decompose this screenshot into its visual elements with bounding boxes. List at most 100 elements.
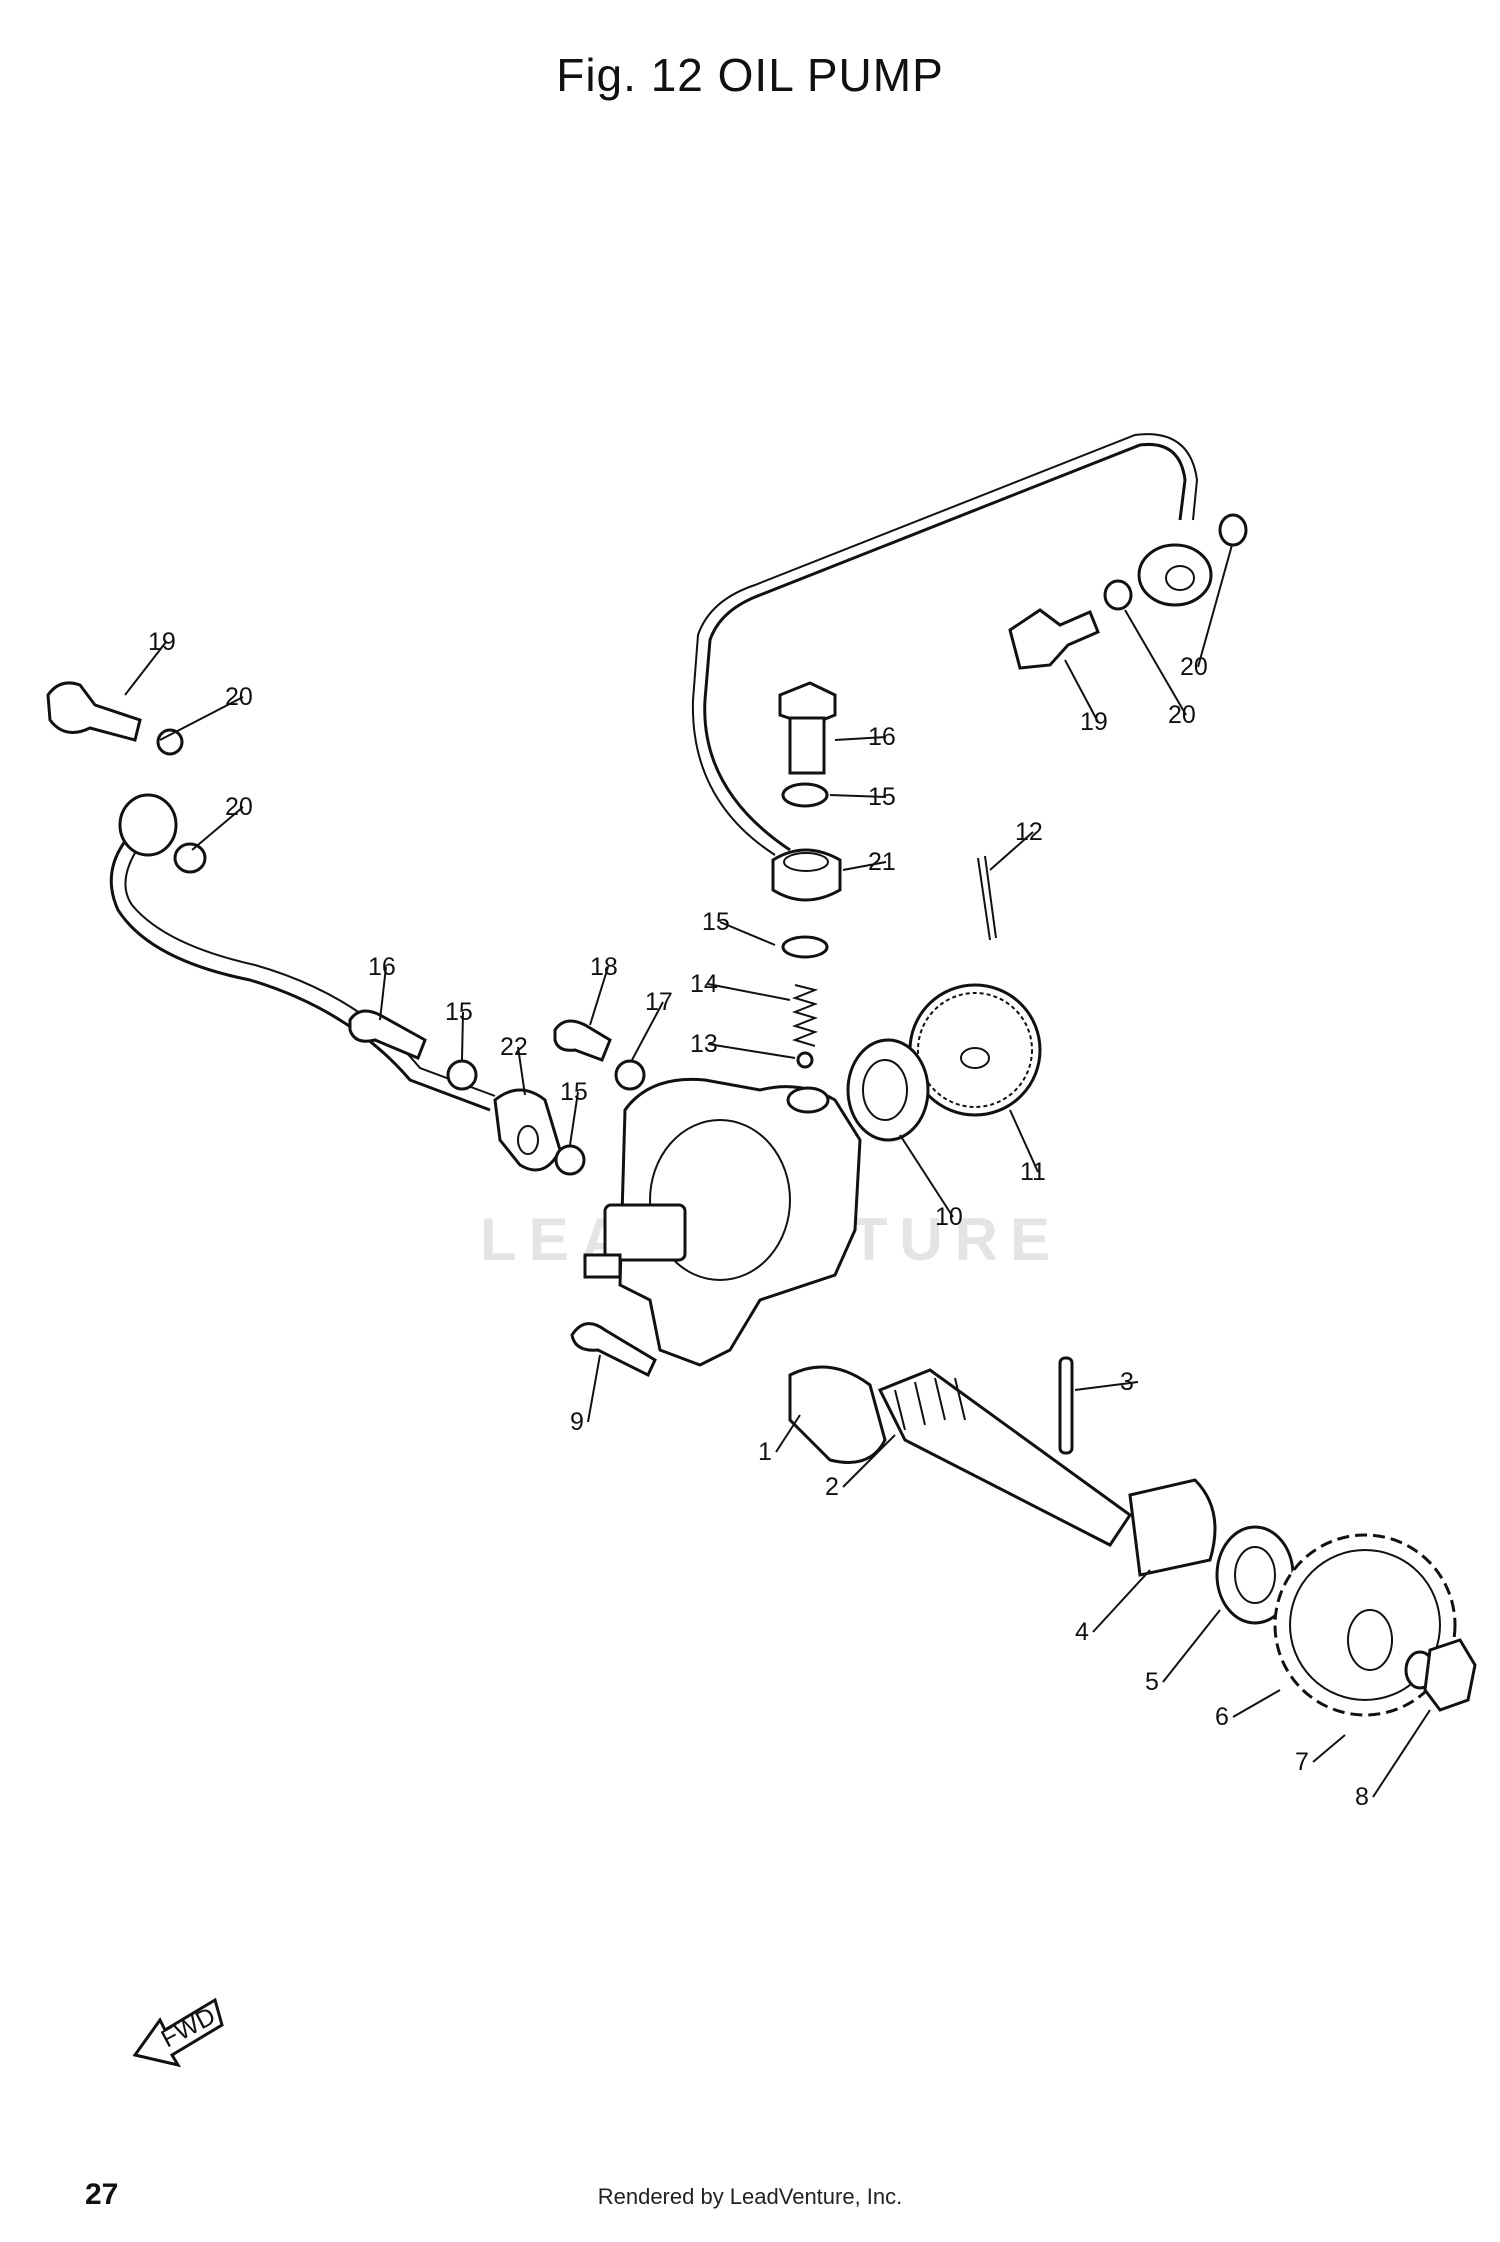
washer-mid bbox=[781, 935, 829, 959]
collar-spacer bbox=[1128, 1478, 1217, 1577]
callout-label-14: 14 bbox=[690, 970, 718, 998]
callout-leader-line bbox=[1372, 1709, 1431, 1798]
callout-leader-line bbox=[829, 794, 887, 798]
callout-label-3: 3 bbox=[1120, 1368, 1134, 1396]
callout-leader-line bbox=[569, 1091, 579, 1146]
callout-label-7: 7 bbox=[1295, 1748, 1309, 1776]
union-bolt-16-left bbox=[348, 1009, 427, 1060]
pump-gasket bbox=[788, 1365, 887, 1464]
pump-outlet-boss bbox=[786, 1086, 830, 1114]
callout-label-22: 22 bbox=[500, 1033, 528, 1061]
washer-left-2 bbox=[156, 728, 184, 756]
pump-drive-gear-rim bbox=[917, 992, 1033, 1108]
banjo-fitting-22-hole bbox=[517, 1125, 539, 1155]
banjo-fitting-right-hole bbox=[1165, 565, 1195, 591]
callout-leader-line bbox=[1312, 1734, 1346, 1763]
lower-oil-pipe bbox=[109, 834, 491, 1112]
callout-label-1: 1 bbox=[758, 1438, 772, 1466]
callout-leader-line bbox=[589, 966, 609, 1026]
callout-label-13: 13 bbox=[690, 1030, 718, 1058]
callout-label-15: 15 bbox=[445, 998, 473, 1026]
callout-label-6: 6 bbox=[1215, 1703, 1229, 1731]
cotter-pin bbox=[977, 855, 997, 941]
callout-leader-line bbox=[707, 1043, 796, 1059]
check-valve-spring bbox=[791, 984, 819, 1047]
bearing-inner bbox=[862, 1059, 908, 1121]
dowel-pin bbox=[1058, 1356, 1074, 1455]
gasket-washer-17 bbox=[614, 1059, 646, 1091]
callout-label-19: 19 bbox=[1080, 708, 1108, 736]
callout-leader-line bbox=[842, 861, 887, 871]
callout-label-16: 16 bbox=[868, 723, 896, 751]
washer-right-2 bbox=[1103, 579, 1133, 611]
driven-spur-gear-hub bbox=[1347, 1609, 1393, 1671]
callout-leader-line bbox=[124, 641, 167, 696]
pump-drive-gear-hub bbox=[960, 1047, 990, 1069]
upper-oil-pipe bbox=[703, 442, 1187, 852]
callout-label-20: 20 bbox=[225, 793, 253, 821]
callout-leader-line bbox=[159, 696, 244, 741]
footer-credit: Rendered by LeadVenture, Inc. bbox=[597, 2184, 903, 2209]
callout-leader-line bbox=[719, 921, 776, 946]
callout-label-20: 20 bbox=[1180, 653, 1208, 681]
callout-label-11: 11 bbox=[1020, 1158, 1046, 1186]
lower-oil-pipe-inner bbox=[124, 841, 496, 1097]
callout-label-16: 16 bbox=[368, 953, 396, 981]
washer-left-1 bbox=[173, 842, 207, 874]
callout-label-10: 10 bbox=[935, 1203, 963, 1231]
callout-label-12: 12 bbox=[1015, 818, 1043, 846]
banjo-fitting-21 bbox=[771, 848, 842, 902]
pan-head-screw bbox=[570, 1322, 657, 1378]
callout-label-15: 15 bbox=[560, 1078, 588, 1106]
callout-leader-line bbox=[1009, 1109, 1039, 1173]
callout-label-18: 18 bbox=[590, 953, 618, 981]
hex-nut bbox=[1423, 1638, 1477, 1712]
callout-labels: 1920201615211514131211101615181722159123… bbox=[124, 544, 1431, 1811]
callout-label-21: 21 bbox=[868, 848, 896, 876]
callout-leader-line bbox=[517, 1046, 526, 1096]
callout-leader-line bbox=[1197, 544, 1233, 668]
page-number: 27 bbox=[85, 2178, 119, 2211]
callout-label-15: 15 bbox=[702, 908, 730, 936]
upper-oil-pipe-inner bbox=[691, 433, 1199, 856]
callout-leader-line bbox=[899, 1134, 954, 1218]
callout-leader-line bbox=[379, 966, 387, 1021]
check-valve-ball bbox=[796, 1051, 814, 1069]
banjo-fitting-left bbox=[118, 793, 178, 857]
callout-label-19: 19 bbox=[148, 628, 176, 656]
callout-leader-line bbox=[1162, 1609, 1221, 1683]
union-bolt-right bbox=[1008, 608, 1100, 670]
callout-label-4: 4 bbox=[1075, 1618, 1089, 1646]
callout-leader-line bbox=[842, 1434, 896, 1488]
pump-body bbox=[618, 1077, 862, 1367]
callout-label-20: 20 bbox=[225, 683, 253, 711]
union-bolt-left bbox=[46, 681, 142, 742]
callout-leader-line bbox=[631, 1001, 664, 1061]
callout-label-17: 17 bbox=[645, 988, 673, 1016]
pump-shaft-stub bbox=[583, 1253, 622, 1279]
callout-leader-line bbox=[461, 1011, 464, 1061]
pump-body-face bbox=[649, 1119, 791, 1281]
callout-label-8: 8 bbox=[1355, 1783, 1369, 1811]
callout-leader-line bbox=[989, 831, 1034, 871]
worm-gear-threads bbox=[894, 1377, 966, 1431]
callout-leader-line bbox=[1124, 609, 1187, 716]
callout-label-2: 2 bbox=[825, 1473, 839, 1501]
banjo-fitting-right bbox=[1137, 543, 1213, 607]
pump-shaft-boss bbox=[603, 1203, 687, 1262]
fwd-arrow-icon bbox=[132, 1997, 224, 2068]
callout-label-20: 20 bbox=[1168, 701, 1196, 729]
union-bolt-top-shank bbox=[788, 716, 826, 775]
callout-leader-line bbox=[191, 806, 244, 851]
banjo-fitting-22 bbox=[493, 1088, 562, 1172]
callout-leader-line bbox=[775, 1414, 801, 1453]
callout-leader-line bbox=[834, 736, 887, 741]
banjo-fitting-21-top bbox=[783, 852, 829, 872]
washer-right-1 bbox=[1218, 513, 1248, 547]
callout-label-9: 9 bbox=[570, 1408, 584, 1436]
callout-leader-line bbox=[1064, 659, 1099, 723]
washer-15-left-b bbox=[554, 1144, 586, 1176]
washer-15-left-a bbox=[446, 1059, 478, 1091]
